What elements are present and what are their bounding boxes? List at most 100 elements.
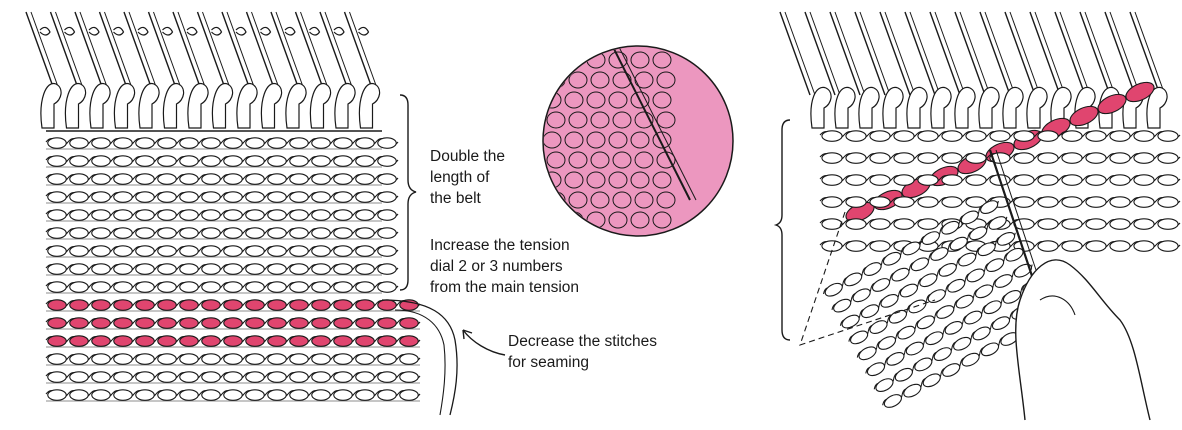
latch-needle-icon: [173, 12, 203, 95]
white-stitch: [870, 276, 891, 294]
pink-stitch: [158, 318, 176, 329]
white-stitch: [378, 282, 396, 293]
white-stitch: [114, 282, 132, 293]
white-stitch: [874, 376, 895, 394]
needle-edge: [1010, 12, 1040, 95]
white-stitch: [1110, 175, 1130, 186]
white-stitch: [92, 174, 110, 185]
white-stitch: [290, 246, 308, 256]
needle-loop: [188, 83, 208, 128]
white-stitch: [202, 372, 220, 383]
decrease-stitches-label: Decrease the stitches for seaming: [508, 331, 657, 373]
needle-edge: [276, 12, 306, 95]
white-stitch: [48, 210, 66, 221]
white-stitch: [822, 175, 842, 186]
pink-stitch: [202, 318, 220, 329]
white-stitch: [942, 153, 962, 164]
needle-edge: [350, 12, 380, 95]
white-stitch: [846, 131, 866, 142]
white-stitch: [180, 390, 198, 401]
needle-edge: [80, 12, 110, 95]
white-stitch: [180, 264, 198, 275]
white-stitch: [312, 372, 330, 383]
double-length-line-2: length of: [430, 167, 505, 188]
white-stitch: [114, 264, 132, 275]
white-stitch: [1134, 197, 1154, 208]
pink-stitch: [378, 318, 396, 329]
white-stitch: [356, 264, 374, 275]
latch-needle-icon: [296, 12, 326, 95]
white-stitch: [356, 354, 374, 365]
white-stitch: [48, 228, 66, 239]
white-stitch: [1062, 219, 1082, 230]
white-stitch: [857, 344, 878, 362]
white-stitch: [987, 214, 1008, 232]
latch-needle-icon: [26, 12, 56, 95]
needle-edge: [31, 12, 61, 95]
white-stitch: [224, 156, 242, 167]
white-stitch: [202, 228, 220, 239]
white-stitch: [70, 210, 88, 221]
white-stitch: [378, 390, 396, 401]
white-stitch: [312, 138, 330, 149]
needle-edge: [154, 12, 184, 95]
white-stitch: [114, 210, 132, 221]
white-stitch: [202, 192, 220, 203]
white-stitch: [1086, 175, 1106, 186]
latch-needle-icon: [100, 12, 130, 95]
white-stitch: [971, 324, 992, 342]
white-stitch: [268, 246, 286, 256]
inset-stitch: [543, 52, 561, 68]
white-stitch: [918, 271, 939, 289]
white-stitch: [136, 354, 154, 365]
white-stitch: [865, 360, 886, 378]
white-stitch: [334, 282, 352, 293]
pink-stitch: [224, 300, 242, 311]
white-stitch: [334, 372, 352, 383]
white-stitch: [896, 324, 917, 342]
pink-stitch: [378, 336, 396, 347]
needle-edge: [129, 12, 159, 95]
white-stitch: [1038, 197, 1058, 208]
white-stitch: [851, 286, 872, 304]
white-stitch: [870, 219, 890, 230]
white-stitch: [114, 246, 132, 256]
white-stitch: [1110, 219, 1130, 230]
latch-needle-icon: [124, 12, 154, 95]
white-stitch: [356, 282, 374, 293]
needle-loop: [90, 83, 110, 128]
white-stitch: [1038, 241, 1058, 252]
white-stitch: [290, 372, 308, 383]
pink-stitch: [92, 300, 110, 311]
white-stitch: [92, 390, 110, 401]
white-stitch: [290, 192, 308, 203]
white-stitch: [962, 309, 983, 327]
inset-stitch: [565, 212, 583, 228]
needle-loop: [114, 83, 134, 128]
white-stitch: [70, 174, 88, 185]
needle-loop: [835, 87, 855, 128]
pink-stitch: [378, 300, 396, 311]
white-stitch: [290, 174, 308, 185]
white-stitch: [887, 308, 908, 326]
white-stitch: [960, 351, 981, 369]
white-stitch: [92, 354, 110, 365]
white-stitch: [334, 192, 352, 203]
white-stitch: [180, 246, 198, 256]
white-stitch: [312, 210, 330, 221]
white-stitch: [1086, 241, 1106, 252]
white-stitch: [114, 354, 132, 365]
double-length-line-3: the belt: [430, 188, 505, 209]
white-stitch: [92, 138, 110, 149]
white-stitch: [843, 270, 864, 288]
white-stitch: [356, 138, 374, 149]
white-stitch: [290, 390, 308, 401]
white-stitch: [965, 266, 986, 284]
white-stitch: [136, 390, 154, 401]
white-stitch: [1158, 153, 1178, 164]
white-stitch: [158, 372, 176, 383]
white-stitch: [158, 264, 176, 275]
white-stitch: [848, 328, 869, 346]
white-stitch: [1110, 153, 1130, 164]
pink-stitch: [356, 318, 374, 329]
